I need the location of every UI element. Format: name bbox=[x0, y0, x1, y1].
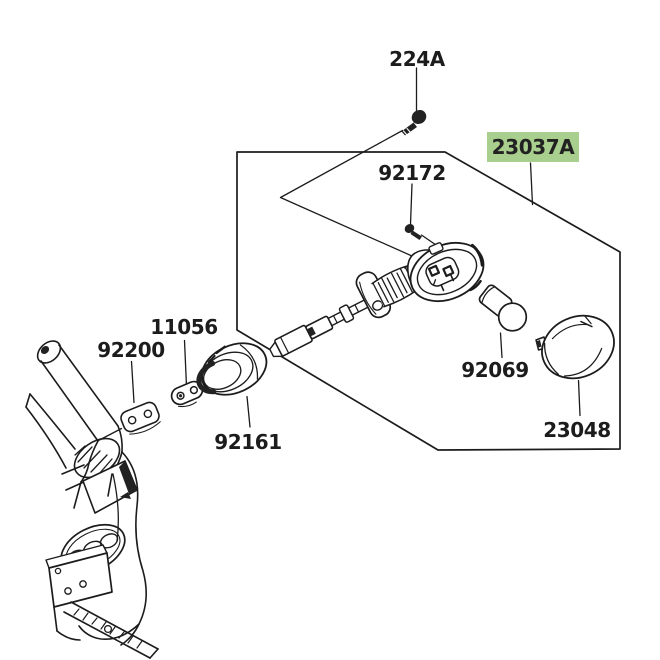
part-label-224a[interactable]: 224A bbox=[389, 47, 445, 71]
lens-23048-drawing bbox=[535, 314, 615, 380]
part-label-23037a-highlighted[interactable]: 23037A bbox=[487, 132, 579, 162]
bulb-92069-drawing bbox=[478, 284, 528, 332]
plate-92200-drawing bbox=[120, 401, 161, 435]
part-label-92172[interactable]: 92172 bbox=[378, 161, 446, 185]
rear-fender-drawing bbox=[25, 340, 159, 659]
signal-housing-drawing bbox=[404, 241, 485, 303]
part-label-92200[interactable]: 92200 bbox=[97, 338, 165, 362]
assembly-outline-box bbox=[236, 151, 621, 451]
screw-92172-drawing bbox=[404, 223, 422, 240]
part-label-92069[interactable]: 92069 bbox=[461, 358, 529, 382]
part-label-92161[interactable]: 92161 bbox=[214, 430, 282, 454]
signal-stalk-drawing bbox=[269, 295, 378, 358]
damper-92161-drawing bbox=[196, 342, 268, 396]
signal-bellows-drawing bbox=[371, 265, 419, 308]
part-label-23048[interactable]: 23048 bbox=[543, 418, 611, 442]
leader-lines bbox=[96, 67, 581, 442]
bracket-11056-drawing bbox=[170, 380, 204, 408]
part-label-11056[interactable]: 11056 bbox=[150, 315, 218, 339]
screw-224a-drawing bbox=[401, 109, 427, 136]
